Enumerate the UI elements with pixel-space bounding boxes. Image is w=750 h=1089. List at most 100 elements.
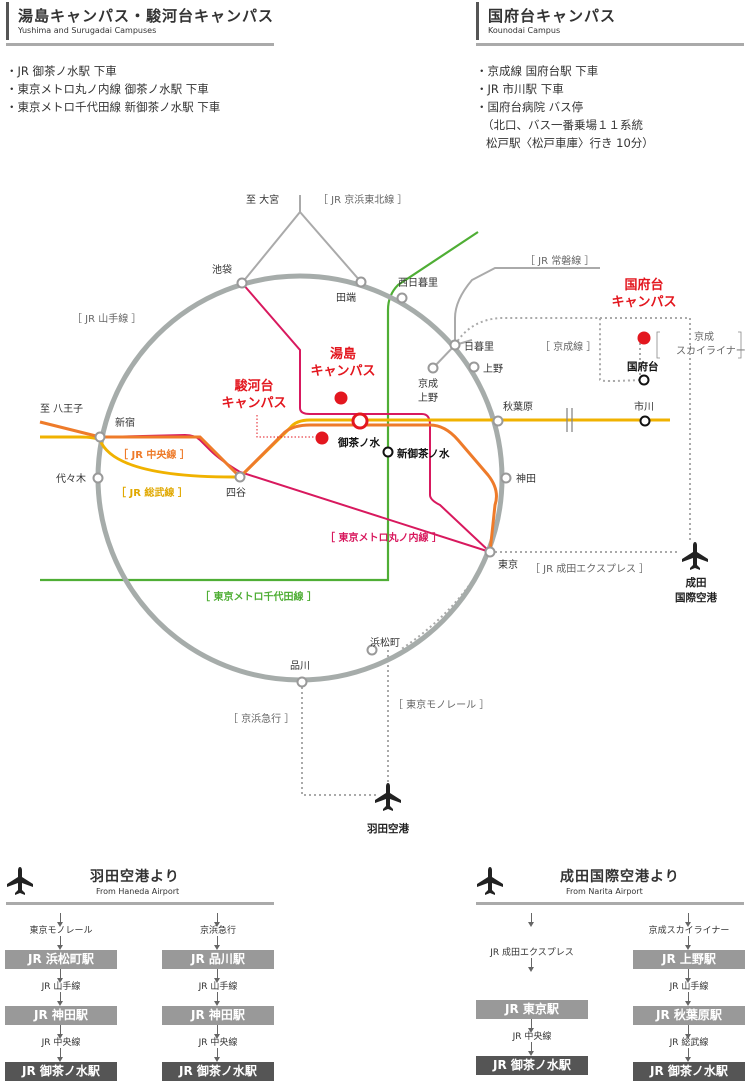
narita-route-2: 京成スカイライナー JR 上野駅 JR 山手線 JR 秋葉原駅 JR 総武線 J… (633, 913, 745, 1081)
access-item: 松戸駅〈松戸車庫〉行き 10分） (486, 136, 654, 150)
route-line-step: 東京モノレール (29, 926, 93, 936)
sobu-line (40, 418, 670, 479)
haneda-title: 羽田空港より (90, 869, 180, 885)
route-line-step: JR 中央線 (512, 1032, 552, 1042)
route-arrow (633, 1025, 745, 1039)
campus-label-yushima-1: 湯島 (330, 346, 356, 362)
label-tokyo: 東京 (498, 558, 518, 571)
route-station: JR 上野駅 (633, 950, 745, 969)
yushima-access-list: ・JR 御茶ノ水駅 下車 ・東京メトロ丸ノ内線 御茶ノ水駅 下車 ・東京メトロ千… (6, 62, 220, 116)
label-chiyoda: ［ 東京メトロ千代田線 ］ (200, 590, 317, 603)
label-ochanomizu: 御茶ノ水 (337, 436, 380, 449)
route-station-final: JR 御茶ノ水駅 (476, 1056, 588, 1075)
header-bar (476, 2, 479, 40)
station-ichikawa (639, 415, 651, 427)
header-bar (6, 2, 9, 40)
station-keisei-ueno (427, 362, 439, 374)
route-arrow (5, 1025, 117, 1039)
route-line-step: JR 山手線 (198, 982, 238, 992)
station-nippori (449, 339, 461, 351)
access-item: ・国府台病院 バス停 (476, 100, 584, 114)
station-kounodai (638, 374, 650, 386)
route-line-step: JR 総武線 (669, 1038, 709, 1048)
label-kanda: 神田 (516, 472, 536, 485)
skyliner-bracket (656, 331, 742, 359)
label-skyliner-2: スカイライナー (676, 345, 746, 357)
route-arrow (5, 969, 117, 983)
keikyu-dotted (399, 551, 491, 651)
label-ueno: 上野 (483, 363, 503, 375)
route-line-step: JR 中央線 (41, 1038, 81, 1048)
station-shin-ochanomizu (382, 446, 394, 458)
haneda-subtitle: From Haneda Airport (96, 887, 180, 896)
label-ichikawa: 市川 (634, 400, 654, 413)
route-station: JR 浜松町駅 (5, 950, 117, 969)
campus-label-surugadai-1: 駿河台 (234, 378, 273, 394)
access-item: ・東京メトロ千代田線 新御茶ノ水駅 下車 (6, 100, 221, 114)
chuo-line (39, 420, 498, 553)
station-hamamatsucho (366, 644, 378, 656)
station-yotsuya (234, 471, 246, 483)
campus-label-yushima-2: キャンパス (310, 364, 375, 379)
keihin-tohoku-line (241, 195, 362, 284)
campus-dot-kounodai (637, 331, 651, 345)
access-item: （北口、バス一番乗場１１系統 (482, 118, 643, 132)
station-ochanomizu (351, 412, 369, 430)
route-arrow (5, 913, 117, 927)
route-map: 至 大宮 池袋 田端 西日暮里 日暮里 上野 京成 上野 秋葉原 神田 東京 浜… (39, 193, 746, 835)
station-ueno (468, 361, 480, 373)
header-rule (6, 43, 274, 46)
header-rule (476, 43, 744, 46)
station-nishinippori (396, 292, 408, 304)
label-keihin-tohoku: ［ JR 京浜東北線 ］ (318, 193, 407, 206)
yushima-subtitle: Yushima and Surugadai Campuses (18, 26, 157, 35)
label-narita-2: 国際空港 (675, 591, 717, 604)
header-rule (476, 902, 744, 905)
haneda-route-1: 東京モノレール JR 浜松町駅 JR 山手線 JR 神田駅 JR 中央線 JR … (5, 913, 117, 1081)
label-tabata: 田端 (336, 291, 356, 304)
route-station-final: JR 御茶ノ水駅 (5, 1062, 117, 1081)
station-shinagawa (296, 676, 308, 688)
route-station: JR 東京駅 (476, 1000, 588, 1019)
route-arrow (5, 936, 117, 950)
label-keisei: ［ 京成線 ］ (540, 340, 596, 353)
label-ikebukuro: 池袋 (212, 263, 232, 276)
access-item: ・JR 御茶ノ水駅 下車 (6, 64, 117, 78)
label-marunouchi: ［ 東京メトロ丸ノ内線 ］ (325, 531, 442, 544)
route-arrow (5, 1048, 117, 1062)
airplane-icon (682, 542, 708, 570)
station-tokyo (484, 546, 496, 558)
label-kounodai: 国府台 (627, 360, 659, 373)
route-arrow (633, 1048, 745, 1062)
route-arrow (162, 969, 274, 983)
route-line-step: JR 山手線 (669, 982, 709, 992)
route-arrow (476, 958, 588, 1000)
header-rule (6, 902, 274, 905)
label-yotsuya: 四谷 (226, 487, 246, 499)
station-ikebukuro (236, 277, 248, 289)
surugadai-leader (256, 415, 316, 438)
label-sobu: ［ JR 総武線 ］ (116, 486, 188, 499)
label-narita-1: 成田 (686, 576, 707, 589)
route-arrow (162, 913, 274, 927)
route-arrow (162, 1025, 274, 1039)
label-shinagawa: 品川 (290, 660, 310, 672)
route-arrow (5, 992, 117, 1006)
campus-dot-yushima (334, 391, 348, 405)
route-arrow (162, 1048, 274, 1062)
station-shinjuku (94, 431, 106, 443)
station-yoyogi (92, 472, 104, 484)
narita-subtitle: From Narita Airport (566, 887, 643, 896)
label-yoyogi: 代々木 (56, 473, 86, 485)
label-yamanote: ［ JR 山手線 ］ (72, 312, 141, 325)
label-hachioji: 至 八王子 (40, 403, 83, 415)
access-item: ・JR 市川駅 下車 (476, 82, 564, 96)
station-tabata (355, 276, 367, 288)
route-line-step: JR 山手線 (41, 982, 81, 992)
label-skyliner-1: 京成 (694, 330, 714, 343)
route-station: JR 神田駅 (162, 1006, 274, 1025)
kounodai-access-list: ・京成線 国府台駅 下車 ・JR 市川駅 下車 ・国府台病院 バス停 （北口、バ… (476, 62, 654, 152)
label-haneda: 羽田空港 (367, 822, 409, 835)
label-nippori: 日暮里 (464, 340, 494, 353)
kounodai-title: 国府台キャンパス (488, 7, 617, 25)
